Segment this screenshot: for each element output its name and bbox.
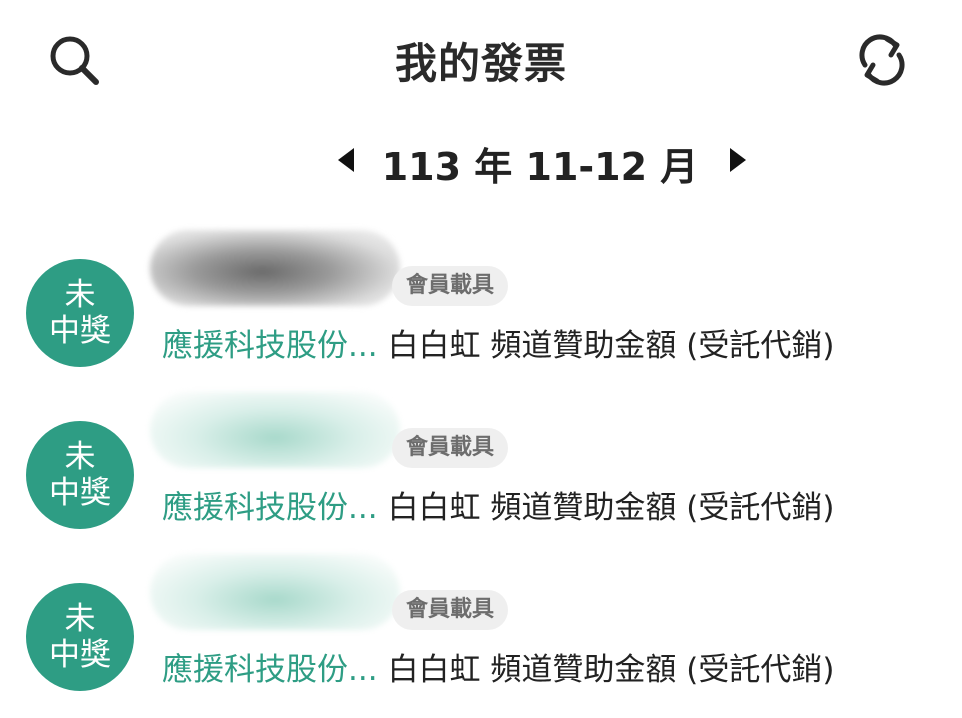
status-line-1: 未 <box>64 439 96 475</box>
invoice-number-redacted <box>150 554 400 630</box>
invoice-list-item[interactable]: 未 中獎 會員載具 應援科技股份...白白虹 頻道贊助金額 (受託代銷) <box>0 546 962 696</box>
seller-name: 應援科技股份... <box>162 328 378 364</box>
next-period-button[interactable] <box>716 134 760 186</box>
status-line-2: 中獎 <box>49 475 111 511</box>
status-line-1: 未 <box>64 277 96 313</box>
seller-name: 應援科技股份... <box>162 652 378 688</box>
prize-status-badge: 未 中獎 <box>26 583 134 691</box>
invoice-list-item[interactable]: 未 中獎 會員載具 應援科技股份...白白虹 頻道贊助金額 (受託代銷) <box>0 222 962 372</box>
invoice-detail: 應援科技股份...白白虹 頻道贊助金額 (受託代銷) <box>162 650 834 690</box>
invoice-detail: 應援科技股份...白白虹 頻道贊助金額 (受託代銷) <box>162 488 834 528</box>
invoice-number-redacted <box>150 230 400 306</box>
period-label: 113 年 11-12 月 <box>381 145 699 189</box>
invoice-number-redacted <box>150 392 400 468</box>
invoice-list-item[interactable]: 未 中獎 會員載具 應援科技股份...白白虹 頻道贊助金額 (受託代銷) <box>0 384 962 534</box>
prize-status-badge: 未 中獎 <box>26 259 134 367</box>
carrier-tag: 會員載具 <box>392 590 509 630</box>
triangle-left-icon <box>338 148 354 172</box>
search-button[interactable] <box>42 28 106 92</box>
status-line-2: 中獎 <box>49 313 111 349</box>
status-line-2: 中獎 <box>49 637 111 673</box>
triangle-right-icon <box>730 148 746 172</box>
previous-period-button[interactable] <box>324 134 368 186</box>
refresh-icon <box>859 34 905 86</box>
app-header: 我的發票 <box>0 0 962 120</box>
item-description: 白白虹 頻道贊助金額 (受託代銷) <box>387 490 835 526</box>
invoice-detail: 應援科技股份...白白虹 頻道贊助金額 (受託代銷) <box>162 326 834 366</box>
carrier-tag: 會員載具 <box>392 428 509 468</box>
carrier-tag: 會員載具 <box>392 266 509 306</box>
seller-name: 應援科技股份... <box>162 490 378 526</box>
page-title: 我的發票 <box>394 39 567 88</box>
search-icon <box>50 36 99 85</box>
item-description: 白白虹 頻道贊助金額 (受託代銷) <box>387 328 835 364</box>
refresh-button[interactable] <box>850 28 914 92</box>
period-selector: 113 年 11-12 月 <box>0 130 962 190</box>
status-line-1: 未 <box>64 601 96 637</box>
item-description: 白白虹 頻道贊助金額 (受託代銷) <box>387 652 835 688</box>
prize-status-badge: 未 中獎 <box>26 421 134 529</box>
